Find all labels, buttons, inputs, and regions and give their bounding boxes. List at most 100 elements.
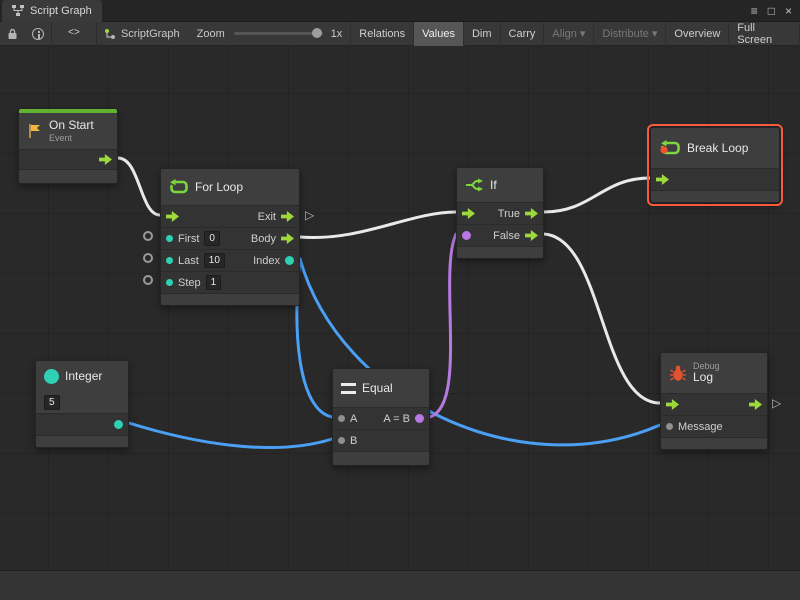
last-value-field[interactable]: 10 — [203, 253, 225, 268]
node-debug-log[interactable]: Debug Log Message — [660, 352, 768, 450]
if-row-true: True — [457, 202, 543, 224]
last-input-port[interactable] — [166, 257, 173, 264]
flow-input-port[interactable] — [656, 174, 669, 185]
for-loop-header: For Loop — [161, 169, 299, 205]
first-label: First — [178, 232, 200, 245]
node-for-loop[interactable]: For Loop Exit First 0 Body Last — [160, 168, 300, 306]
first-value-field[interactable]: 0 — [204, 231, 220, 246]
node-integer[interactable]: Integer 5 — [35, 360, 129, 448]
values-button[interactable]: Values — [413, 21, 463, 46]
zoom-label: Zoom — [196, 27, 225, 40]
node-footer — [36, 435, 128, 447]
relations-button[interactable]: Relations — [350, 21, 413, 46]
zoom-value: 1x — [330, 27, 343, 40]
on-start-port-row — [19, 149, 117, 169]
wire-equal-to-if-condition[interactable] — [428, 232, 458, 419]
a-input-port[interactable] — [338, 415, 345, 422]
wire-body-to-if[interactable] — [298, 210, 458, 240]
integer-output-port[interactable] — [114, 420, 123, 429]
b-input-port[interactable] — [338, 437, 345, 444]
menu-icon[interactable]: ≡ — [750, 3, 758, 18]
maximize-icon[interactable]: □ — [767, 3, 775, 18]
step-input-port[interactable] — [166, 279, 173, 286]
flow-input-port[interactable] — [666, 399, 679, 410]
branch-icon — [466, 178, 483, 192]
lock-button[interactable] — [0, 22, 25, 46]
graph-canvas[interactable] — [0, 47, 800, 570]
node-footer — [19, 169, 117, 183]
on-start-header: On Start Event — [19, 113, 117, 149]
bug-icon — [670, 365, 686, 381]
node-equal[interactable]: Equal A A = B B — [332, 368, 430, 466]
flow-output-port[interactable] — [99, 154, 112, 165]
dim-button[interactable]: Dim — [462, 21, 500, 46]
equal-header: Equal — [333, 369, 429, 407]
condition-input-port[interactable] — [462, 231, 471, 240]
result-output-port[interactable] — [415, 414, 424, 423]
unconnected-circle-step[interactable] — [143, 275, 153, 285]
overview-button[interactable]: Overview — [665, 21, 728, 46]
hierarchy-icon — [12, 5, 24, 16]
debug-log-flow-row — [661, 393, 767, 415]
equal-row-b: B — [333, 429, 429, 451]
unconnected-triangle-log-exit[interactable]: ▷ — [772, 396, 782, 410]
unconnected-circle-first[interactable] — [143, 231, 153, 241]
align-button[interactable]: Align ▾ — [543, 21, 593, 46]
equal-row-a: A A = B — [333, 407, 429, 429]
inspect-button[interactable]: <> — [52, 22, 96, 46]
node-break-loop[interactable]: Break Loop — [647, 124, 783, 206]
step-value-field[interactable]: 1 — [205, 275, 222, 290]
carry-button[interactable]: Carry — [499, 21, 544, 46]
unconnected-circle-last[interactable] — [143, 253, 153, 263]
info-icon — [32, 27, 44, 40]
integer-value-field[interactable]: 5 — [44, 394, 60, 410]
node-subtitle: Event — [49, 132, 73, 143]
zoom-slider-knob[interactable] — [311, 28, 322, 38]
node-title: Integer — [65, 369, 103, 383]
for-loop-row-last-index: Last 10 Index — [161, 249, 299, 271]
chevron-down-icon: ▾ — [579, 28, 586, 40]
if-row-false: False — [457, 224, 543, 246]
close-icon[interactable]: × — [784, 3, 792, 18]
wire-integer-to-equal-b[interactable] — [127, 421, 334, 450]
info-button[interactable] — [25, 22, 51, 46]
equal-icon — [341, 382, 356, 394]
loop-icon — [170, 179, 188, 194]
node-footer — [661, 437, 767, 449]
exit-label: Exit — [257, 210, 276, 223]
flow-input-port[interactable] — [462, 208, 475, 219]
wire-false-to-log[interactable] — [542, 232, 662, 405]
message-input-port[interactable] — [666, 423, 673, 430]
wire-index-to-message[interactable] — [298, 257, 662, 447]
integer-icon — [44, 368, 59, 384]
flow-input-port[interactable] — [166, 211, 179, 222]
graph-name-button[interactable]: ScriptGraph — [97, 22, 187, 46]
node-title: Break Loop — [687, 141, 749, 155]
first-input-port[interactable] — [166, 235, 173, 242]
unconnected-triangle-exit[interactable]: ▷ — [305, 208, 315, 222]
if-header: If — [457, 168, 543, 202]
wire-onstart-to-forloop[interactable] — [116, 156, 162, 217]
true-label: True — [497, 207, 520, 220]
body-label: Body — [250, 232, 276, 245]
break-loop-port-row — [651, 168, 779, 190]
body-output-port[interactable] — [281, 233, 294, 244]
false-output-port[interactable] — [525, 230, 538, 241]
zoom-slider[interactable] — [233, 28, 323, 38]
tab-script-graph[interactable]: Script Graph — [2, 0, 102, 22]
distribute-button[interactable]: Distribute ▾ — [593, 21, 665, 46]
flow-output-port[interactable] — [749, 399, 762, 410]
for-loop-row-enter-exit: Exit — [161, 205, 299, 227]
a-label: A — [350, 412, 358, 425]
true-output-port[interactable] — [525, 208, 538, 219]
step-label: Step — [178, 276, 201, 289]
false-label: False — [493, 229, 520, 242]
node-if[interactable]: If True False — [456, 167, 544, 259]
index-label: Index — [253, 254, 280, 267]
full-screen-button[interactable]: Full Screen — [728, 21, 800, 46]
node-on-start[interactable]: On Start Event — [18, 108, 118, 184]
wire-true-to-breakloop[interactable] — [542, 176, 652, 214]
exit-output-port[interactable] — [281, 211, 294, 222]
index-output-port[interactable] — [285, 256, 294, 265]
node-subtitle: Debug — [693, 360, 720, 371]
